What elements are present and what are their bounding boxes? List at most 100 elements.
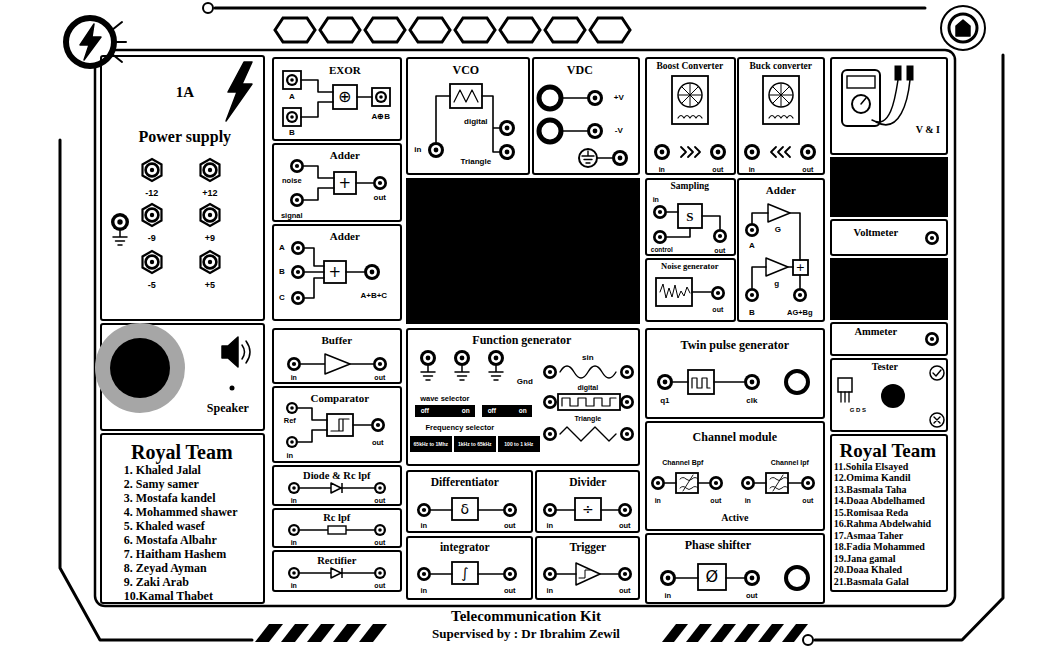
jack (499, 144, 515, 160)
jack-pin (378, 181, 382, 185)
jack (454, 350, 470, 366)
transistor-icon (838, 378, 852, 392)
pin-label: Channel Bpf (662, 458, 703, 465)
converter-icon (672, 76, 708, 124)
module-title: V & I (916, 125, 940, 135)
jack (925, 231, 939, 245)
hex-terminal (201, 159, 220, 181)
jack-pin (806, 150, 811, 155)
jack-pin (548, 432, 552, 436)
module-title: integrator (440, 542, 490, 554)
jack-pin (656, 481, 660, 485)
switch-label: on (519, 408, 527, 415)
pin-label: -9 (148, 233, 156, 242)
jack (620, 365, 634, 379)
team-member: 13.Basmala Taha (834, 485, 907, 495)
jack-ring (796, 291, 805, 300)
pin-label: out (374, 496, 385, 503)
jack-ring (423, 353, 433, 363)
speaker-icon (222, 337, 238, 367)
logo-building (956, 20, 970, 36)
module-panel: Voltmeter (830, 219, 948, 256)
pin-label: -12 (145, 188, 158, 197)
jack (375, 91, 387, 103)
blank-panel (830, 258, 948, 320)
module-title: Sampling (671, 182, 710, 192)
diode-symbol (331, 483, 342, 493)
terminal-pin (208, 168, 212, 172)
pin-label: B (279, 268, 285, 276)
jack (286, 436, 298, 448)
jack-ring (290, 526, 297, 533)
frame-hexagon (455, 18, 495, 42)
hex-terminal (143, 251, 162, 273)
jack (374, 567, 386, 579)
pin-label: out (374, 373, 385, 380)
ground-symbol (455, 366, 469, 380)
lightning-icon (226, 62, 252, 121)
pin-label: wave selector (420, 395, 469, 403)
jack (801, 476, 815, 490)
jack-pin (660, 150, 665, 155)
module-panel: VCOindigitalTriangle (406, 57, 530, 175)
module-title: Buffer (322, 334, 353, 345)
square-wave (562, 398, 616, 406)
pin-label: in (420, 587, 427, 595)
pin-label: out (374, 194, 386, 202)
pin-label: out (619, 587, 631, 595)
pin-label: digital (464, 118, 488, 126)
jack-ring (716, 232, 725, 241)
jack-pin (290, 406, 294, 410)
pass-indicator (930, 366, 944, 380)
jack-ring (376, 526, 383, 533)
team-member: 10.Kamal Thabet (124, 590, 213, 602)
pin-label: out (710, 496, 721, 503)
noise-wave (660, 284, 690, 298)
jack-pin (548, 508, 552, 512)
jack-ring (621, 570, 630, 579)
jack (660, 570, 676, 586)
module-title: Trigger (569, 542, 606, 554)
pin-label: out (802, 496, 813, 503)
jack-ring (420, 570, 429, 579)
switch-bar (454, 436, 496, 452)
module-panel: Function generatorGndsindigitalTrianglew… (406, 328, 640, 466)
frame-stripe (734, 624, 760, 642)
pin-label: -V (615, 127, 623, 135)
module-title: Royal Team (131, 442, 233, 462)
cross-mark (934, 417, 940, 423)
multimeter-display (847, 76, 875, 88)
jack-pin (930, 236, 934, 240)
jack (374, 524, 386, 536)
team-member: 9. Zaki Arab (124, 576, 189, 588)
frame-dot (803, 635, 813, 645)
jack-ring (290, 569, 297, 576)
module-title: Noise generator (661, 262, 718, 271)
terminal-pin (150, 260, 154, 264)
symbol-box (766, 473, 788, 493)
jack-ring (590, 93, 600, 103)
jack-pin (806, 481, 810, 485)
jack-pin (658, 235, 662, 239)
frame-stripe (710, 624, 736, 642)
symbol-box (283, 71, 301, 89)
jack-pin (593, 129, 598, 134)
symbol-box (283, 108, 301, 126)
jack (587, 90, 603, 106)
jack (543, 427, 557, 441)
jack-pin (716, 291, 720, 295)
pin-label: G (775, 226, 781, 234)
jack-ring (376, 179, 385, 188)
symbol-box (324, 261, 346, 283)
team-member: 15.Romisaa Reda (834, 508, 908, 518)
pin-label: A (289, 93, 295, 101)
jack (290, 159, 304, 173)
blank-panel (406, 178, 640, 324)
jack-pin (930, 337, 934, 341)
jack-ring (623, 398, 632, 407)
jack-ring (928, 234, 937, 243)
symbol-box (676, 473, 698, 493)
frame-stripe (758, 624, 784, 642)
terminal-ring (146, 209, 159, 222)
pin-label: out (504, 587, 516, 595)
